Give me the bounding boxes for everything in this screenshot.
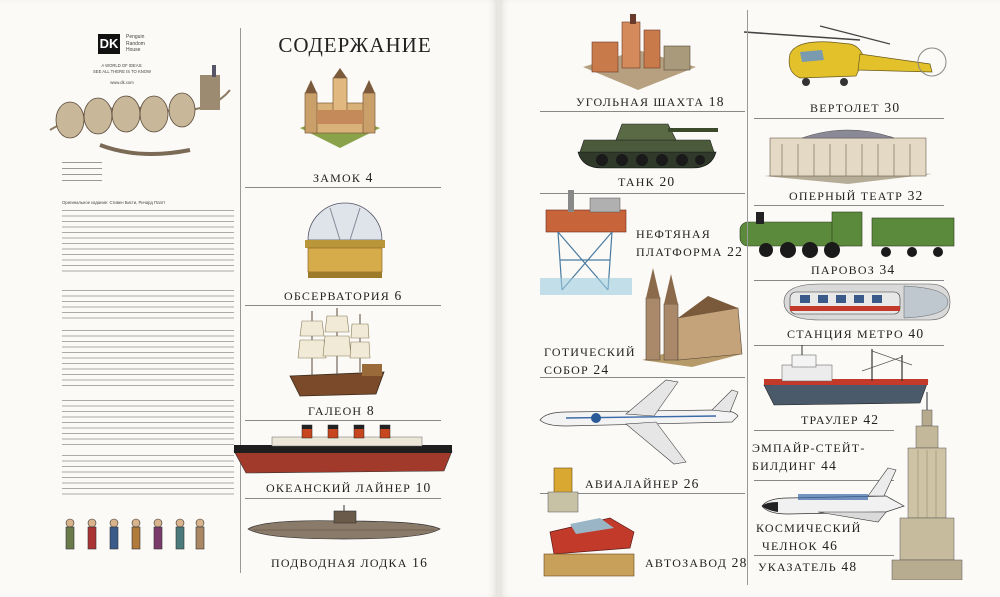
submarine-illustration: [247, 505, 441, 540]
toc-rule: [754, 430, 894, 431]
column-divider: [747, 10, 748, 585]
toc-entry-gothic-cathedral[interactable]: Готический собор 24: [544, 345, 636, 377]
toc-entry-observatory[interactable]: Обсерватория 6: [284, 288, 403, 303]
toc-rule: [245, 420, 441, 421]
fine-print-block-4: [62, 400, 234, 448]
fine-print-block-1: [62, 210, 234, 272]
toc-entry-ocean-liner[interactable]: Океанский лайнер 10: [266, 480, 432, 495]
toc-entry-coal-mine[interactable]: Угольная шахта 18: [576, 94, 725, 109]
column-divider: [240, 28, 241, 573]
toc-entry-airliner[interactable]: Авиалайнер 26: [585, 476, 700, 491]
toc-rule: [245, 187, 441, 188]
toc-rule: [754, 280, 944, 281]
toc-entry-metro-station[interactable]: Станция метро 40: [787, 326, 925, 341]
toc-entry-opera-house[interactable]: Оперный театр 32: [789, 188, 924, 203]
imprint-line-2: SEE ALL THERE IS TO KNOW: [92, 69, 152, 74]
imprint-line-1: A WORLD OF IDEAS:: [101, 63, 143, 68]
dk-logo: DK: [98, 34, 120, 54]
fine-print-block-3: [62, 330, 234, 390]
fine-print-isbn: [62, 162, 102, 184]
opera-house-illustration: [764, 129, 932, 184]
oil-platform-illustration: [540, 190, 632, 295]
fine-print-block-2: [62, 290, 234, 322]
toc-entry-car-factory[interactable]: Автозавод 28: [645, 555, 748, 570]
toc-entry-space-shuttle[interactable]: Космический челнок 46: [756, 521, 862, 553]
toc-rule: [754, 205, 944, 206]
toc-rule: [754, 555, 894, 556]
toc-rule: [245, 498, 441, 499]
car-factory-illustration: [543, 467, 635, 577]
toc-rule: [754, 345, 944, 346]
left-page: DK Penguin Random House A WORLD OF IDEAS…: [0, 0, 497, 597]
tank-illustration: [577, 123, 718, 169]
castle-illustration: [300, 68, 380, 148]
fine-print-block-5: [62, 455, 234, 495]
toc-entry-trawler[interactable]: Траулер 42: [801, 412, 880, 427]
toc-rule: [540, 193, 745, 194]
steam-locomotive-illustration: [739, 211, 955, 258]
helicopter-illustration: [743, 25, 947, 86]
toc-entry-castle[interactable]: Замок 4: [313, 170, 374, 185]
toc-entry-galleon[interactable]: Галеон 8: [308, 403, 375, 418]
website: www.dk.com: [110, 80, 134, 85]
coal-mine-illustration: [583, 14, 696, 90]
toc-entry-tank[interactable]: Танк 20: [618, 174, 676, 189]
toc-heading: Содержание: [278, 33, 432, 57]
toc-rule: [245, 305, 441, 306]
toc-rule: [540, 377, 745, 378]
cutaway-machine-illustration: [49, 65, 231, 156]
toc-rule: [540, 111, 745, 112]
trawler-illustration: [763, 345, 929, 406]
toc-rule: [540, 493, 745, 494]
toc-rule: [754, 118, 944, 119]
right-page: Угольная шахта 18 Танк 20 Нефтяная платф…: [500, 0, 1000, 597]
toc-entry-empire-state[interactable]: Эмпайр-стейт- билдинг 44: [752, 441, 866, 473]
observatory-illustration: [305, 202, 385, 278]
space-shuttle-illustration: [761, 467, 905, 523]
gothic-cathedral-illustration: [642, 268, 743, 367]
toc-entry-submarine[interactable]: Подводная лодка 16: [271, 555, 429, 570]
metro-station-illustration: [783, 283, 951, 321]
publisher-name: Penguin Random House: [126, 34, 145, 53]
empire-state-building-illustration: [891, 392, 963, 580]
toc-entry-index[interactable]: Указатель 48: [758, 559, 858, 574]
airliner-illustration: [539, 379, 739, 465]
toc-entry-steam-locomotive[interactable]: Паровоз 34: [811, 262, 896, 277]
toc-rule: [754, 480, 894, 481]
credits-paragraph: Оригинальное издание: Стивен Бисти, Рича…: [62, 200, 166, 205]
toc-entry-oil-platform[interactable]: Нефтяная платформа 22: [636, 227, 744, 259]
knights-figures-illustration: [65, 518, 205, 550]
ocean-liner-illustration: [233, 424, 453, 474]
toc-entry-helicopter[interactable]: Вертолет 30: [810, 100, 901, 115]
galleon-illustration: [289, 308, 385, 397]
